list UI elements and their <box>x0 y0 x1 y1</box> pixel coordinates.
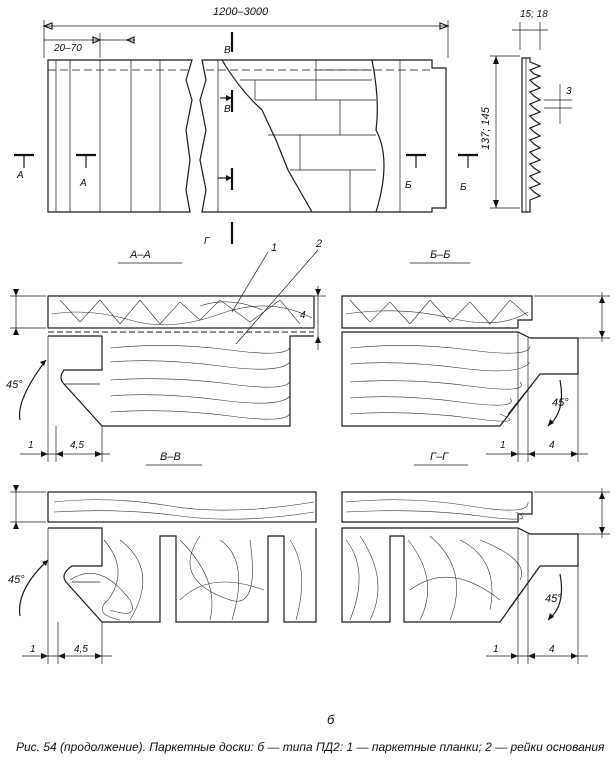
section-mark-v-mid: В <box>224 104 231 115</box>
section-mark-b-inner: Б <box>405 180 412 191</box>
angle-vv: 45° <box>8 574 25 586</box>
dim-overall-length: 1200–3000 <box>213 6 269 18</box>
dim-groove-gap: 3 <box>566 86 572 97</box>
callout-base-rails: 2 <box>315 238 322 250</box>
angle-aa: 45° <box>6 379 23 391</box>
dim-1-gg: 1 <box>493 644 499 655</box>
section-title-vv: В–В <box>160 451 181 463</box>
section-title-aa: А–А <box>129 249 151 261</box>
section-title-bb: Б–Б <box>430 249 450 261</box>
section-mark-v-top: В <box>224 45 231 56</box>
dim-4-5-vv: 4,5 <box>74 644 88 655</box>
section-bb: Б–Б 45° 1 4 <box>341 249 610 462</box>
section-title-gg: Г–Г <box>430 451 449 463</box>
dim-4-5-aa: 4,5 <box>70 440 84 451</box>
angle-gg: 45° <box>545 593 562 605</box>
callout-planks: 1 <box>271 242 277 254</box>
plan-view: 1200–3000 20–70 В <box>14 6 478 247</box>
section-mark-b-outer: Б <box>460 182 467 193</box>
section-mark-g: Г <box>204 236 211 247</box>
angle-bb: 45° <box>552 397 569 409</box>
section-vv: В–В 45° 1 4,5 <box>8 451 317 664</box>
dim-1-aa: 1 <box>28 440 34 451</box>
section-gg: Г–Г 45° 1 4 <box>341 451 610 664</box>
figure-letter: б <box>327 712 335 727</box>
dim-4-gg: 4 <box>549 644 555 655</box>
figure-caption: Рис. 54 (продолжение). Паркетные доски: … <box>16 740 605 754</box>
dim-1-vv: 1 <box>30 644 36 655</box>
dim-4-bb: 4 <box>549 440 555 451</box>
dim-board-width: 137; 145 <box>480 106 492 150</box>
dim-4-aa: 4 <box>300 310 306 321</box>
dim-plank-width: 20–70 <box>53 43 82 54</box>
section-mark-a-left: А <box>16 170 24 181</box>
dim-1-bb: 1 <box>500 440 506 451</box>
section-aa: А–А 1 2 4 45° 1 <box>6 238 326 462</box>
section-mark-a-right: А <box>79 178 87 189</box>
edge-profile: 137; 145 15; 18 3 <box>480 9 572 213</box>
dim-tongue: 15; 18 <box>520 9 548 20</box>
